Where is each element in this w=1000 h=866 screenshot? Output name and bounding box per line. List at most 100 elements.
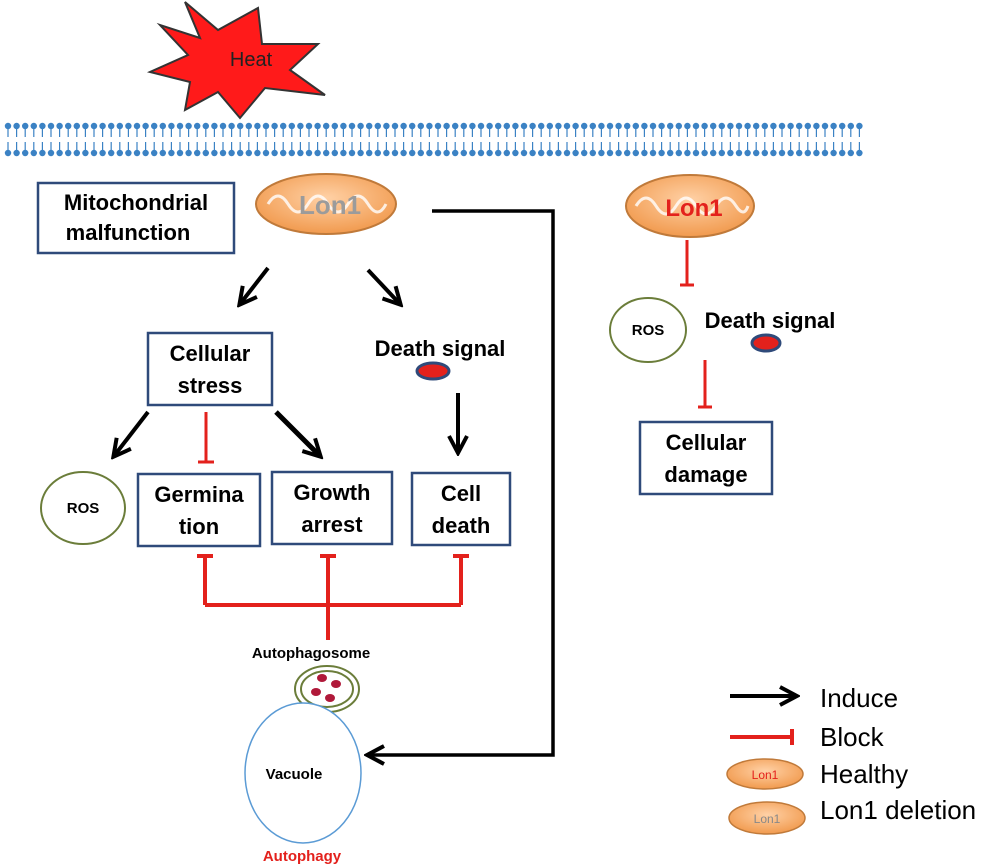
- lipid-head: [581, 122, 588, 130]
- lipid-head: [142, 149, 149, 157]
- mitochondrion-right: Lon1: [625, 174, 755, 238]
- lipid-head: [254, 122, 261, 130]
- lipid-head: [391, 149, 399, 157]
- lipid-head: [323, 122, 330, 130]
- lipid-head: [710, 149, 717, 157]
- lipid-head: [469, 122, 476, 130]
- cell-death-box: Cell death: [410, 471, 512, 547]
- germination-line2: tion: [179, 514, 219, 539]
- lipid-head: [13, 122, 20, 130]
- ros-right-label: ROS: [632, 322, 665, 339]
- lipid-head: [641, 122, 648, 130]
- lipid-head: [400, 122, 407, 130]
- lipid-head: [30, 122, 37, 130]
- lipid-head: [727, 122, 734, 130]
- lipid-head: [82, 122, 89, 130]
- lipid-head: [778, 149, 786, 157]
- lipid-head: [615, 149, 622, 157]
- lipid-head: [245, 149, 252, 157]
- growth-arrest-box: Growth arrest: [270, 470, 394, 546]
- ros-right: ROS: [609, 297, 687, 363]
- ros-left-label: ROS: [67, 500, 100, 517]
- lipid-head: [176, 149, 184, 157]
- lipid-head: [219, 122, 227, 130]
- lipid-head: [125, 122, 132, 130]
- lipid-head: [65, 149, 72, 157]
- lipid-head: [400, 149, 407, 157]
- stress-line1: Cellular: [170, 341, 251, 366]
- lipid-head: [770, 149, 777, 157]
- lipid-head: [22, 149, 29, 157]
- lipid-head: [632, 122, 639, 130]
- arrow-stress-to-growth: [274, 410, 320, 456]
- lipid-head: [839, 122, 846, 130]
- legend-deletion: Lon1 deletion: [820, 795, 976, 825]
- lipid-head: [262, 122, 270, 130]
- lipid-head: [830, 122, 837, 130]
- lipid-head: [598, 122, 605, 130]
- lipid-head: [391, 122, 399, 130]
- lipid-head: [589, 122, 596, 130]
- lipid-head: [770, 122, 777, 130]
- lipid-head: [288, 149, 295, 157]
- lipid-head: [589, 149, 596, 157]
- lipid-head: [305, 149, 313, 157]
- arrow-stress-to-ros: [114, 410, 150, 456]
- lipid-head: [168, 149, 175, 157]
- lipid-head: [658, 122, 665, 130]
- autophagy-block-lines: [197, 554, 469, 640]
- lipid-head: [796, 122, 803, 130]
- damage-line1: Cellular: [666, 430, 747, 455]
- lipid-head: [151, 149, 158, 157]
- lipid-head: [374, 122, 381, 130]
- heat-burst: Heat: [146, 1, 326, 120]
- lipid-head: [99, 149, 106, 157]
- lipid-head: [606, 149, 614, 157]
- lipid-head: [254, 149, 261, 157]
- lipid-head: [692, 149, 700, 157]
- lipid-head: [374, 149, 381, 157]
- lipid-head: [675, 149, 682, 157]
- lipid-head: [202, 149, 209, 157]
- lipid-head: [262, 149, 270, 157]
- lipid-head: [280, 122, 287, 130]
- lipid-head: [563, 122, 571, 130]
- lipid-head: [813, 122, 820, 130]
- lipid-head: [288, 122, 295, 130]
- lipid-head: [340, 149, 347, 157]
- lipid-head: [211, 149, 218, 157]
- lipid-head: [142, 122, 149, 130]
- lipid-head: [348, 149, 356, 157]
- lipid-head: [787, 122, 794, 130]
- heat-label: Heat: [230, 49, 273, 71]
- lipid-head: [314, 149, 321, 157]
- lipid-head: [787, 149, 794, 157]
- death-signal-particle-left: [415, 361, 451, 381]
- lipid-head: [632, 149, 639, 157]
- lipid-head: [65, 122, 72, 130]
- lipid-head: [366, 149, 373, 157]
- lipid-head: [495, 122, 502, 130]
- lipid-head: [546, 149, 553, 157]
- lipid-head: [409, 122, 416, 130]
- legend: Induce Block Lon1 Healthy Lon1 Lon1 dele…: [726, 683, 976, 835]
- lipid-head: [90, 149, 98, 157]
- lipid-head: [297, 149, 304, 157]
- lipid-head: [73, 149, 81, 157]
- lipid-head: [202, 122, 209, 130]
- autophagy-label: Autophagy: [263, 848, 342, 865]
- lipid-head: [383, 149, 390, 157]
- lipid-head: [366, 122, 373, 130]
- lipid-head: [314, 122, 321, 130]
- lipid-head: [813, 149, 820, 157]
- lipid-head: [194, 149, 201, 157]
- lipid-head: [237, 122, 244, 130]
- mitochondrion-left: Lon1: [255, 173, 397, 235]
- lipid-head: [581, 149, 588, 157]
- lipid-head: [744, 149, 751, 157]
- lipid-head: [125, 149, 132, 157]
- lipid-head: [839, 149, 846, 157]
- vacuole: Vacuole: [244, 702, 362, 844]
- lipid-head: [718, 149, 725, 157]
